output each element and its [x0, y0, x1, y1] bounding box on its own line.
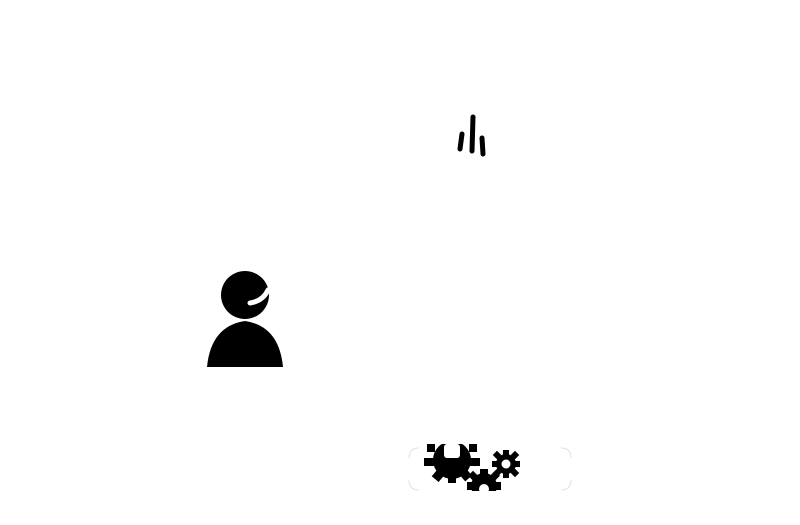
bars-icon	[455, 112, 489, 158]
user-headset-icon	[205, 270, 285, 368]
gears-icon	[408, 444, 572, 494]
